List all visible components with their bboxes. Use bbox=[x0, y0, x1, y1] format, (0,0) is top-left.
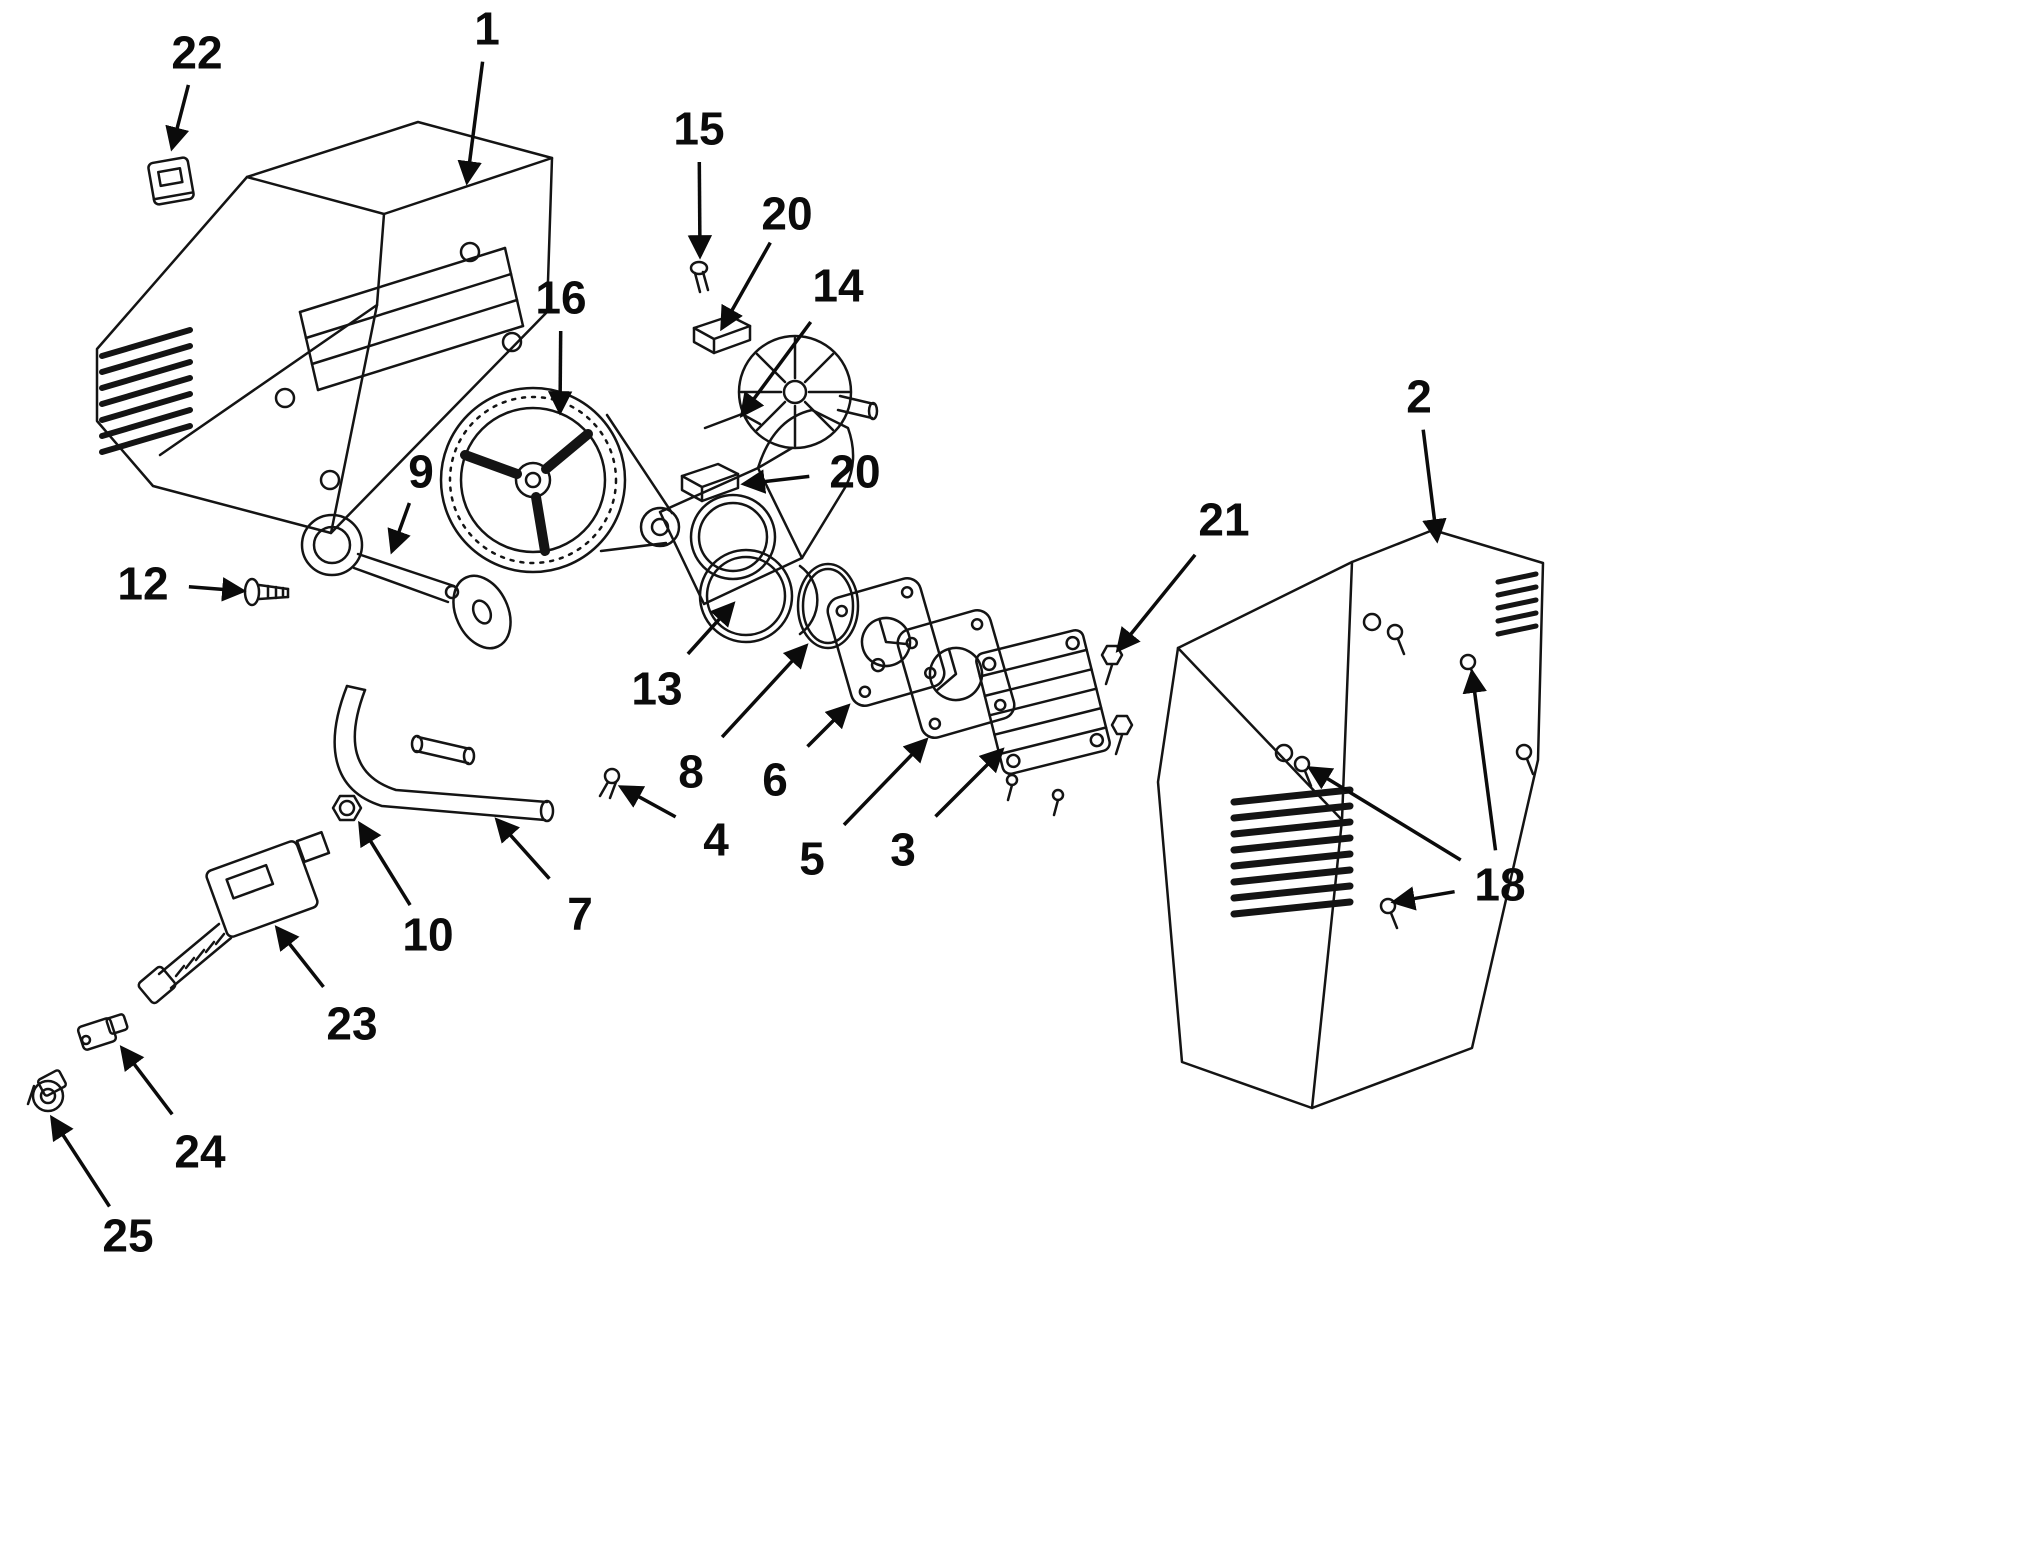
callout-label-24: 24 bbox=[174, 1126, 226, 1178]
callout-22: 22 bbox=[165, 27, 223, 152]
callout-arrow-18 bbox=[1390, 886, 1455, 911]
callout-6: 6 bbox=[762, 703, 851, 806]
callout-arrow-2 bbox=[1421, 429, 1447, 544]
callout-5: 5 bbox=[799, 737, 929, 885]
callout-label-10: 10 bbox=[402, 909, 453, 961]
callout-arrow-24 bbox=[119, 1045, 174, 1116]
callout-label-4: 4 bbox=[703, 814, 729, 866]
callout-18: 18 bbox=[1306, 668, 1526, 911]
callout-13: 13 bbox=[631, 601, 736, 715]
callout-12: 12 bbox=[117, 558, 247, 610]
part-20-key-bottom bbox=[680, 462, 740, 503]
callout-arrow-10 bbox=[358, 820, 412, 907]
callout-arrow-5 bbox=[842, 737, 929, 827]
callout-20: 20 bbox=[720, 188, 813, 332]
part-13-cylinder-sleeve bbox=[698, 548, 819, 644]
callout-arrow-15 bbox=[687, 161, 713, 260]
callout-arrow-1 bbox=[457, 61, 485, 186]
part-12-bolt bbox=[243, 577, 290, 607]
part-15-screw bbox=[689, 260, 710, 294]
callout-label-22: 22 bbox=[171, 27, 222, 79]
part-5-gasket bbox=[896, 609, 1016, 739]
callout-arrow-14 bbox=[739, 320, 813, 418]
callout-label-23: 23 bbox=[326, 998, 377, 1050]
callout-arrow-6 bbox=[806, 703, 851, 748]
part-16-flywheel-belt bbox=[439, 386, 681, 574]
callout-15: 15 bbox=[673, 103, 725, 260]
callout-arrow-16 bbox=[547, 330, 573, 416]
callout-arrow-18 bbox=[1306, 766, 1462, 862]
callout-4: 4 bbox=[617, 785, 729, 866]
callout-arrow-18 bbox=[1462, 668, 1498, 851]
part-4-clip bbox=[598, 767, 621, 800]
callout-3: 3 bbox=[890, 747, 1005, 876]
callout-21: 21 bbox=[1115, 494, 1250, 653]
callout-arrow-9 bbox=[387, 502, 412, 555]
part-10-nut bbox=[331, 794, 363, 822]
callout-arrow-7 bbox=[494, 817, 551, 880]
callout-16: 16 bbox=[535, 272, 587, 416]
part-22-switch bbox=[147, 156, 195, 206]
callout-25: 25 bbox=[49, 1114, 154, 1262]
callout-20: 20 bbox=[740, 446, 881, 498]
callout-label-13: 13 bbox=[631, 663, 682, 715]
callout-arrow-3 bbox=[934, 747, 1005, 818]
callout-23: 23 bbox=[274, 925, 378, 1050]
callout-arrow-20 bbox=[720, 241, 772, 332]
callout-label-21: 21 bbox=[1198, 494, 1249, 546]
callout-label-16: 16 bbox=[535, 272, 586, 324]
callout-arrow-23 bbox=[274, 925, 325, 988]
callout-label-18: 18 bbox=[1474, 859, 1525, 911]
callout-14: 14 bbox=[739, 260, 864, 418]
part-9-connecting-rod bbox=[300, 513, 512, 650]
callout-7: 7 bbox=[494, 817, 593, 940]
cover-louvers bbox=[1230, 786, 1354, 918]
part-6-valve-plate bbox=[826, 577, 946, 707]
callout-9: 9 bbox=[387, 446, 434, 555]
part-1-housing-shell bbox=[95, 120, 554, 535]
callout-label-9: 9 bbox=[408, 446, 434, 498]
callout-label-5: 5 bbox=[799, 833, 825, 885]
callout-2: 2 bbox=[1406, 371, 1447, 544]
callout-arrow-20 bbox=[740, 469, 810, 494]
part-23-regulator-assembly bbox=[137, 830, 331, 1005]
callout-label-1: 1 bbox=[474, 3, 500, 55]
callout-label-2: 2 bbox=[1406, 371, 1432, 423]
callout-label-7: 7 bbox=[567, 888, 593, 940]
callout-label-8: 8 bbox=[678, 746, 704, 798]
callout-label-6: 6 bbox=[762, 754, 788, 806]
callout-label-12: 12 bbox=[117, 558, 168, 610]
part-20-key-top bbox=[692, 314, 752, 355]
callout-arrow-13 bbox=[686, 601, 736, 656]
pump-motor-assembly bbox=[658, 408, 855, 606]
callout-label-20: 20 bbox=[829, 446, 880, 498]
part-24-fitting bbox=[76, 1013, 129, 1051]
callout-8: 8 bbox=[678, 643, 809, 798]
part-21-bolts bbox=[1100, 644, 1134, 756]
callout-24: 24 bbox=[119, 1045, 226, 1178]
callout-arrow-22 bbox=[165, 84, 191, 152]
callout-arrow-12 bbox=[188, 577, 247, 602]
part-3-cylinder-head bbox=[975, 628, 1111, 817]
part-8-o-ring bbox=[796, 562, 860, 650]
callout-label-20: 20 bbox=[761, 188, 812, 240]
part-2-housing-cover bbox=[1156, 528, 1545, 1110]
callout-arrow-21 bbox=[1115, 553, 1197, 653]
callout-arrow-4 bbox=[617, 785, 677, 819]
callout-label-14: 14 bbox=[812, 260, 864, 312]
cover-side-vents bbox=[1495, 571, 1539, 637]
part-7-handle bbox=[333, 684, 555, 823]
callout-label-25: 25 bbox=[102, 1210, 153, 1262]
part-25-elbow-fitting bbox=[26, 1069, 68, 1113]
callout-1: 1 bbox=[457, 3, 500, 186]
callout-arrow-25 bbox=[49, 1114, 111, 1208]
housing-louvers bbox=[99, 327, 193, 455]
callout-10: 10 bbox=[358, 820, 454, 961]
callout-label-3: 3 bbox=[890, 824, 916, 876]
callout-label-15: 15 bbox=[673, 103, 724, 155]
callout-arrow-8 bbox=[720, 643, 809, 739]
